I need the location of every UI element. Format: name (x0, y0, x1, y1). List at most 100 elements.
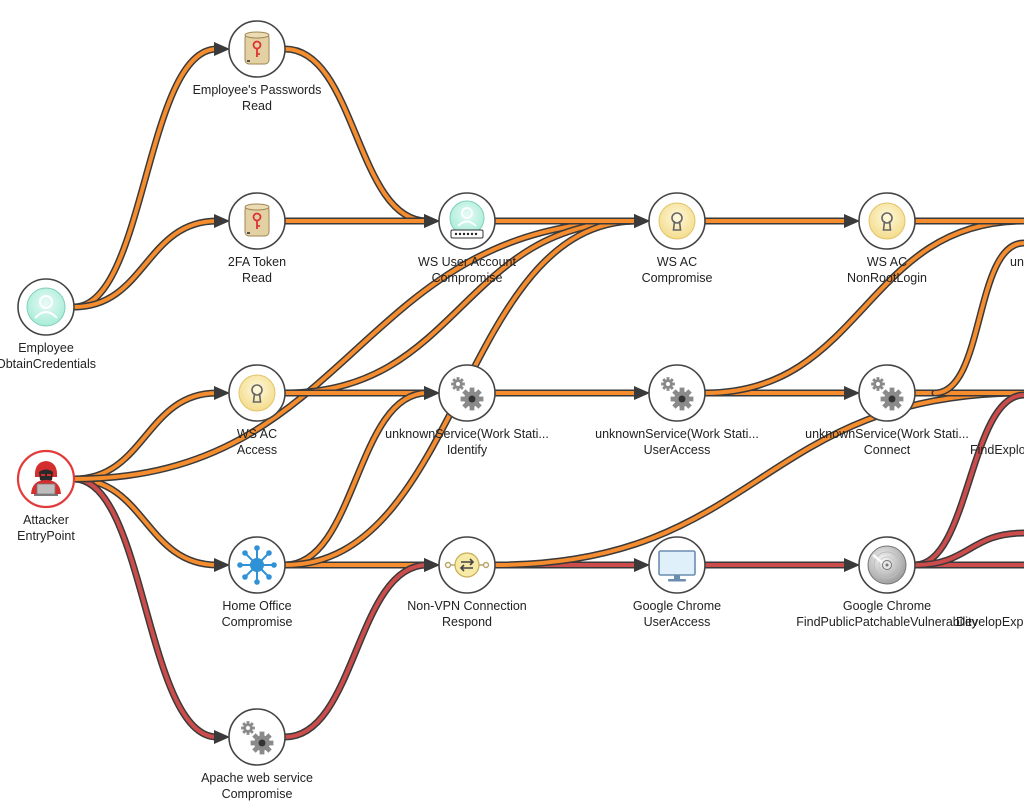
arrowhead (844, 558, 860, 572)
label-line-1: Non-VPN Connection (407, 599, 527, 613)
label-cut-findexplo: FindExplo (970, 442, 1024, 458)
edge-home-office-to-unknownservice-identify[interactable] (281, 386, 440, 569)
label-employee-obtaincredentials: Employee ObtainCredentials (0, 340, 96, 372)
node-employees-passwords-read[interactable] (228, 20, 286, 78)
label-line-2: EntryPoint (17, 529, 75, 543)
label-line-2: NonRootLogin (847, 271, 927, 285)
keyhole-icon (238, 374, 276, 412)
label-line-1: unknownService(Work Stati... (805, 427, 969, 441)
node-ws-ac-compromise[interactable] (648, 192, 706, 250)
arrowhead (424, 558, 440, 572)
node-ws-ac-nonrootlogin[interactable] (858, 192, 916, 250)
arrowhead (214, 214, 230, 228)
database-key-icon (244, 31, 270, 65)
label-ws-ac-nonrootlogin: WS AC NonRootLogin (847, 254, 927, 286)
node-ws-user-account-compromise[interactable] (438, 192, 496, 250)
label-line-2: Respond (441, 615, 493, 629)
label-line-2: ObtainCredentials (0, 357, 97, 371)
node-employee-obtaincredentials[interactable] (17, 278, 75, 336)
edge-attacker-to-apache[interactable] (70, 475, 230, 744)
hacker-icon (31, 461, 61, 496)
arrowhead (844, 386, 860, 400)
nodes-layer (16, 20, 916, 766)
edge-attacker-to-ws-ac-compromise[interactable] (70, 214, 650, 483)
node-google-chrome-useraccess[interactable] (648, 536, 706, 594)
label-ws-ac-access: WS AC Access (237, 426, 277, 458)
node-unknownservice-useraccess[interactable] (648, 364, 706, 422)
node-unknownservice-connect[interactable] (858, 364, 916, 422)
label-cut-text: DevelopExp (956, 615, 1024, 629)
label-line-1: Employee's Passwords (192, 83, 322, 97)
label-non-vpn-connection-respond: Non-VPN Connection Respond (407, 598, 527, 630)
label-line-2: Compromise (221, 615, 293, 629)
edge-employee-to-employees-passwords[interactable] (70, 42, 230, 311)
edge-findpublic-to-offscreen-up[interactable] (911, 391, 1024, 569)
label-line-2: Connect (863, 443, 911, 457)
edges-layer (70, 42, 1024, 744)
database-key-icon (244, 203, 270, 237)
gears-icon (661, 377, 694, 411)
label-line-1: 2FA Token (227, 255, 287, 269)
edge-unknownservice-useraccess-to-offscreen[interactable] (701, 217, 1024, 397)
label-ws-ac-compromise: WS AC Compromise (642, 254, 713, 286)
arrowhead (424, 214, 440, 228)
label-ws-user-account-compromise: WS User Account Compromise (418, 254, 516, 286)
label-line-1: Home Office (222, 599, 292, 613)
edge-google-chrome-useraccess-to-findpublic[interactable] (701, 558, 860, 572)
keyhole-icon (658, 202, 696, 240)
label-line-1: Apache web service (201, 771, 313, 785)
node-2fa-token-read[interactable] (228, 192, 286, 250)
edge-findpublic-to-offscreen-mid[interactable] (911, 529, 1024, 569)
node-google-chrome-findpublicpatchablevulnerability[interactable] (858, 536, 916, 594)
edge-employees-passwords-to-ws-user-account[interactable] (281, 45, 440, 228)
network-hub-icon (237, 545, 277, 585)
edge-attacker-to-ws-ac-access[interactable] (70, 386, 230, 483)
edge-employee-to-2fa-token[interactable] (70, 214, 230, 311)
gears-icon (241, 721, 274, 755)
keyhole-icon (868, 202, 906, 240)
label-line-2: Access (236, 443, 278, 457)
arrowhead (844, 214, 860, 228)
gears-icon (451, 377, 484, 411)
arrowhead (214, 558, 230, 572)
connection-swap-icon (444, 552, 490, 578)
label-line-1: Google Chrome (632, 599, 722, 613)
node-home-office-compromise[interactable] (228, 536, 286, 594)
label-apache-web-service-compromise: Apache web service Compromise (201, 770, 313, 802)
node-attacker-entrypoint[interactable] (16, 449, 76, 509)
label-unknownservice-connect: unknownService(Work Stati... Connect (805, 426, 969, 458)
label-line-1: unknownService(Work Stati... (385, 427, 549, 441)
edge-2fa-token-to-ws-user-account[interactable] (281, 214, 440, 228)
edge-unknownservice-identify-to-useraccess[interactable] (491, 386, 650, 400)
label-attacker-entrypoint: Attacker EntryPoint (17, 512, 75, 544)
label-unknownservice-useraccess: unknownService(Work Stati... UserAccess (595, 426, 759, 458)
edge-attacker-to-home-office[interactable] (70, 475, 230, 572)
edge-ws-user-account-to-ws-ac-compromise[interactable] (491, 214, 650, 228)
label-google-chrome-useraccess: Google Chrome UserAccess (633, 598, 721, 630)
user-password-icon (449, 200, 485, 239)
label-line-1: Attacker (23, 513, 69, 527)
label-google-chrome-findpublicpatchablevulnerability: Google Chrome FindPublicPatchableVulnera… (796, 598, 978, 630)
edge-apache-to-non-vpn[interactable] (281, 558, 440, 741)
label-line-2: Read (242, 99, 272, 113)
label-line-1: Employee (18, 341, 74, 355)
edge-connect-to-offscreen-up[interactable] (931, 239, 1024, 397)
arrowhead (214, 42, 230, 56)
label-line-1: unknownService(Work Stati... (595, 427, 759, 441)
gears-icon (871, 377, 904, 411)
label-line-1: WS AC (236, 427, 278, 441)
edge-ws-ac-compromise-to-nonrootlogin[interactable] (701, 214, 860, 228)
node-non-vpn-connection-respond[interactable] (438, 536, 496, 594)
label-line-2: UserAccess (643, 443, 711, 457)
node-unknownservice-identify[interactable] (438, 364, 496, 422)
label-cut-un: un (1010, 254, 1024, 270)
label-home-office-compromise: Home Office Compromise (222, 598, 293, 630)
edge-non-vpn-to-offscreen[interactable] (491, 389, 1024, 569)
node-apache-web-service-compromise[interactable] (228, 708, 286, 766)
label-line-2: Compromise (641, 271, 713, 285)
label-line-1: Google Chrome (842, 599, 932, 613)
user-icon (26, 287, 66, 327)
label-line-2: Read (242, 271, 272, 285)
node-ws-ac-access[interactable] (228, 364, 286, 422)
